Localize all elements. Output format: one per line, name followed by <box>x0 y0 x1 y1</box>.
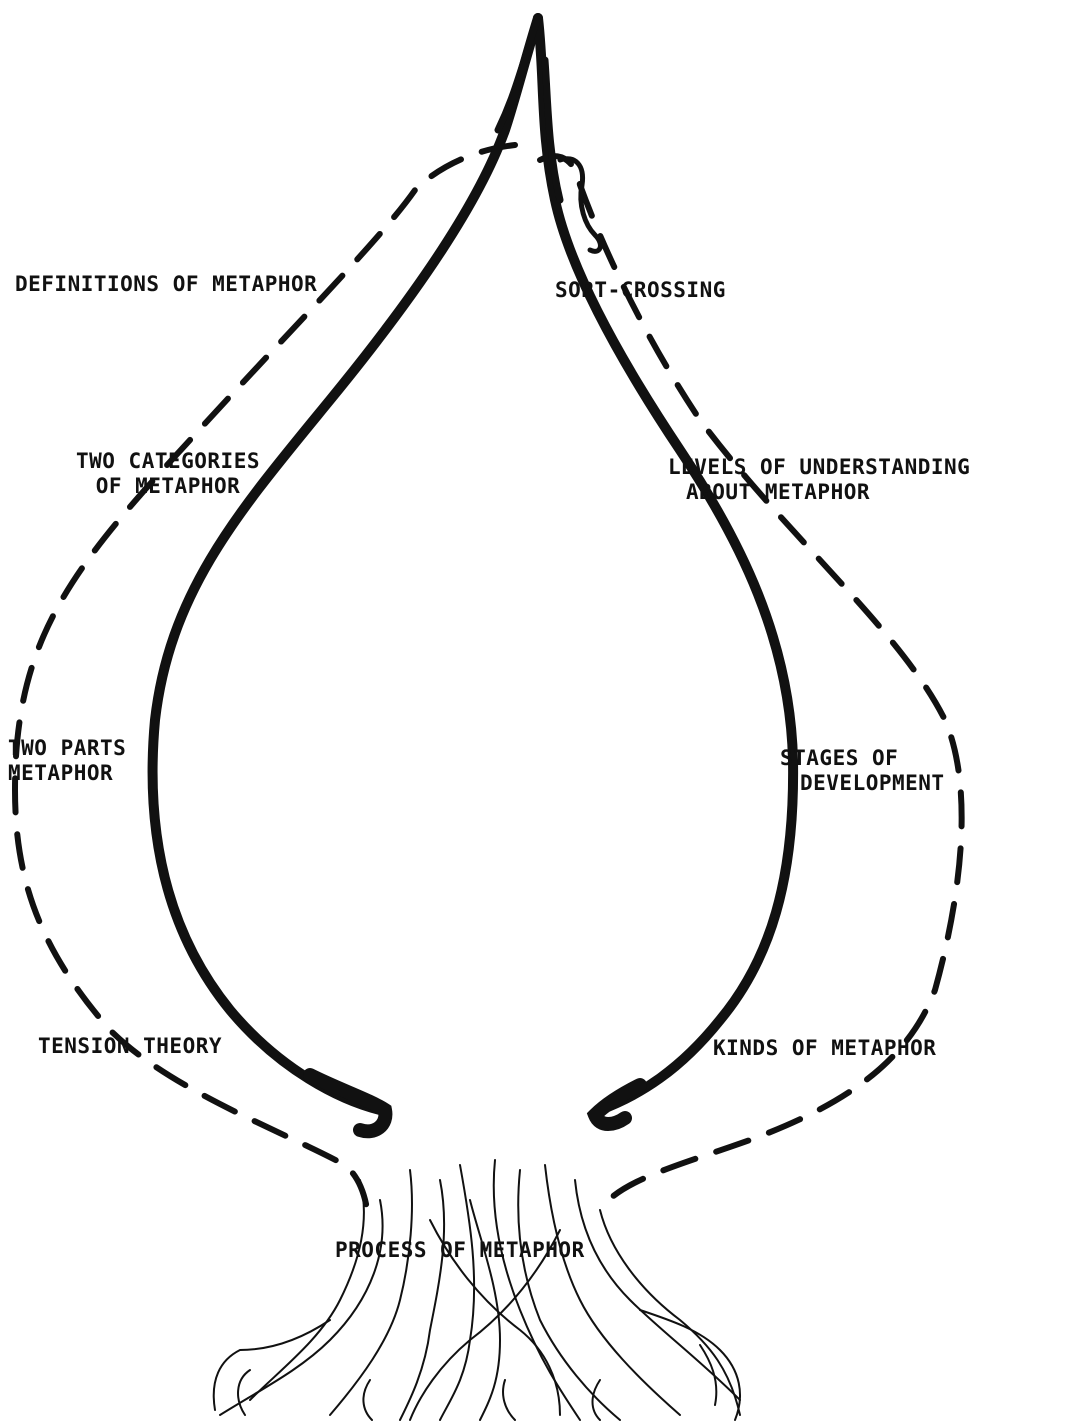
label-stages-line1: STAGES OF <box>780 746 945 771</box>
label-definitions: DEFINITIONS OF METAPHOR <box>15 272 317 297</box>
inner-solid-layer-right <box>538 18 793 1110</box>
inner-layer-end-right <box>595 1085 640 1124</box>
label-process-text: PROCESS OF METAPHOR <box>335 1238 585 1262</box>
label-stages: STAGES OF DEVELOPMENT <box>780 746 945 796</box>
label-tension: TENSION THEORY <box>38 1034 222 1059</box>
label-two-categories: TWO CATEGORIES OF METAPHOR <box>48 449 288 499</box>
label-process: PROCESS OF METAPHOR <box>335 1238 585 1263</box>
label-kinds: KINDS OF METAPHOR <box>713 1036 936 1061</box>
label-levels-line2: ABOUT METAPHOR <box>668 480 970 505</box>
label-two-parts-line2: METAPHOR <box>8 761 126 786</box>
label-two-parts-line1: TWO PARTS <box>8 736 126 761</box>
label-tension-text: TENSION THEORY <box>38 1034 222 1058</box>
label-definitions-text: DEFINITIONS OF METAPHOR <box>15 272 317 296</box>
label-sort-crossing: SORT-CROSSING <box>555 278 726 303</box>
roots <box>214 1160 740 1420</box>
label-two-categories-line2: OF METAPHOR <box>48 474 288 499</box>
label-kinds-text: KINDS OF METAPHOR <box>713 1036 936 1060</box>
label-levels-line1: LEVELS OF UNDERSTANDING <box>668 455 970 480</box>
label-stages-line2: DEVELOPMENT <box>780 771 945 796</box>
label-two-parts: TWO PARTS METAPHOR <box>8 736 126 786</box>
label-two-categories-line1: TWO CATEGORIES <box>48 449 288 474</box>
label-sort-crossing-text: SORT-CROSSING <box>555 278 726 302</box>
inner-solid-layer-left <box>153 18 538 1110</box>
label-levels: LEVELS OF UNDERSTANDING ABOUT METAPHOR <box>668 455 970 505</box>
